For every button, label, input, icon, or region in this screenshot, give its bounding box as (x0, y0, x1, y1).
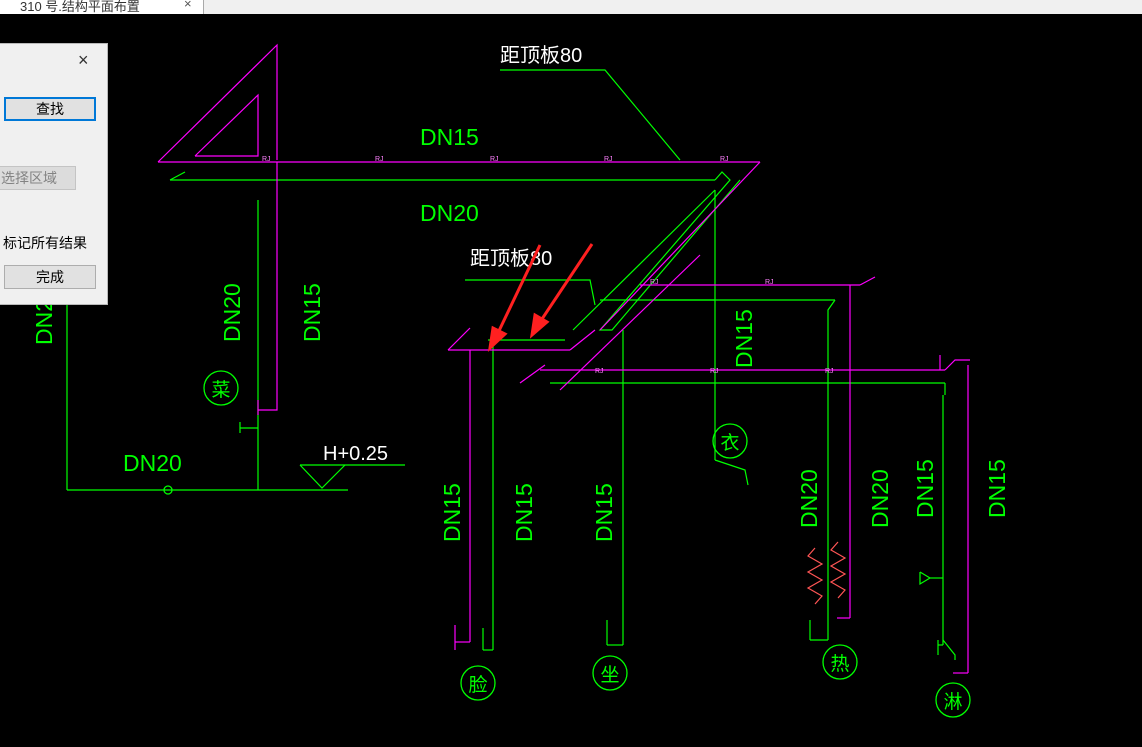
dn15-vert-left-label: DN15 (299, 283, 325, 342)
fixture-basin (460, 665, 496, 701)
dn15-toilet-label: DN15 (591, 483, 617, 542)
fixture-vegetable (203, 370, 239, 406)
fixture-toilet-label: 坐 (600, 664, 619, 686)
pipe-tag: RJ (375, 156, 384, 163)
dn20-top-label: DN20 (420, 200, 479, 226)
fixture-laundry-label: 衣 (720, 432, 739, 454)
pipe-tag: RJ (825, 368, 834, 375)
dn20-horizontal-label: DN20 (123, 450, 182, 476)
cad-drawing-canvas[interactable]: RJ RJ RJ RJ RJ RJ RJ RJ RJ RJ 菜 衣 脸 坐 热 … (0, 14, 1142, 747)
dn20-heater1-label: DN20 (796, 469, 822, 528)
annotation-distance-mid: 距顶板80 (470, 247, 552, 270)
document-tab[interactable]: 310 号.结构平面布置 × (0, 0, 204, 14)
tab-close-icon[interactable]: × (184, 0, 192, 11)
fixture-toilet (592, 655, 628, 691)
dialog-close-icon[interactable]: × (78, 50, 89, 70)
fixture-shower-label: 淋 (943, 691, 962, 713)
fixture-shower (935, 682, 971, 718)
pipe-tag: RJ (595, 368, 604, 375)
dn20-heater2-label: DN20 (867, 469, 893, 528)
cold-water-pipes (66, 69, 956, 660)
find-button[interactable]: 查找 (4, 97, 96, 121)
dn-labels-horizontal: DN15 DN20 DN20 (123, 124, 479, 476)
dn-labels-vertical: DN2 DN20 DN15 DN15 DN15 DN15 DN15 DN20 D… (31, 283, 1010, 542)
dn20-vert-left-label: DN20 (219, 283, 245, 342)
dn15-laundry-label: DN15 (731, 309, 757, 368)
dn15-basin1-label: DN15 (439, 483, 465, 542)
fixture-laundry (712, 423, 748, 459)
dn2-left-label: DN2 (31, 299, 57, 345)
fixtures (163, 370, 971, 718)
fixture-heater (822, 644, 858, 680)
annotation-distance-top: 距顶板80 (500, 44, 582, 67)
select-area-button[interactable]: 选择区域 (0, 166, 76, 190)
dn15-shower2-label: DN15 (984, 459, 1010, 518)
mark-all-results-label[interactable]: 标记所有结果 (3, 235, 87, 251)
annotation-elevation: H+0.25 (323, 443, 388, 465)
pipe-tag: RJ (650, 279, 659, 286)
pipe-tag: RJ (262, 156, 271, 163)
pipe-tag: RJ (765, 279, 774, 286)
done-button[interactable]: 完成 (4, 265, 96, 289)
tab-title: 310 号.结构平面布置 (20, 0, 140, 14)
fixture-basin-label: 脸 (468, 674, 487, 696)
pipe-tag: RJ (720, 156, 729, 163)
dn15-basin2-label: DN15 (511, 483, 537, 542)
find-dialog: × 查找 选择区域 标记所有结果 完成 (0, 43, 108, 305)
pipe-tags: RJ RJ RJ RJ RJ RJ RJ RJ RJ RJ (262, 156, 834, 375)
dn15-shower1-label: DN15 (912, 459, 938, 518)
pipe-tag: RJ (490, 156, 499, 163)
highlight-arrows (487, 243, 594, 353)
heater-coils (806, 541, 847, 605)
hot-water-pipes (157, 43, 970, 674)
dn15-top-label: DN15 (420, 124, 479, 150)
pipe-tag: RJ (604, 156, 613, 163)
fixture-heater-label: 热 (830, 653, 849, 675)
fixture-vegetable-label: 菜 (211, 379, 230, 401)
pipe-tag: RJ (710, 368, 719, 375)
tab-bar: 310 号.结构平面布置 × (0, 0, 1142, 15)
fixture-labels: 菜 衣 脸 坐 热 淋 (211, 379, 962, 713)
